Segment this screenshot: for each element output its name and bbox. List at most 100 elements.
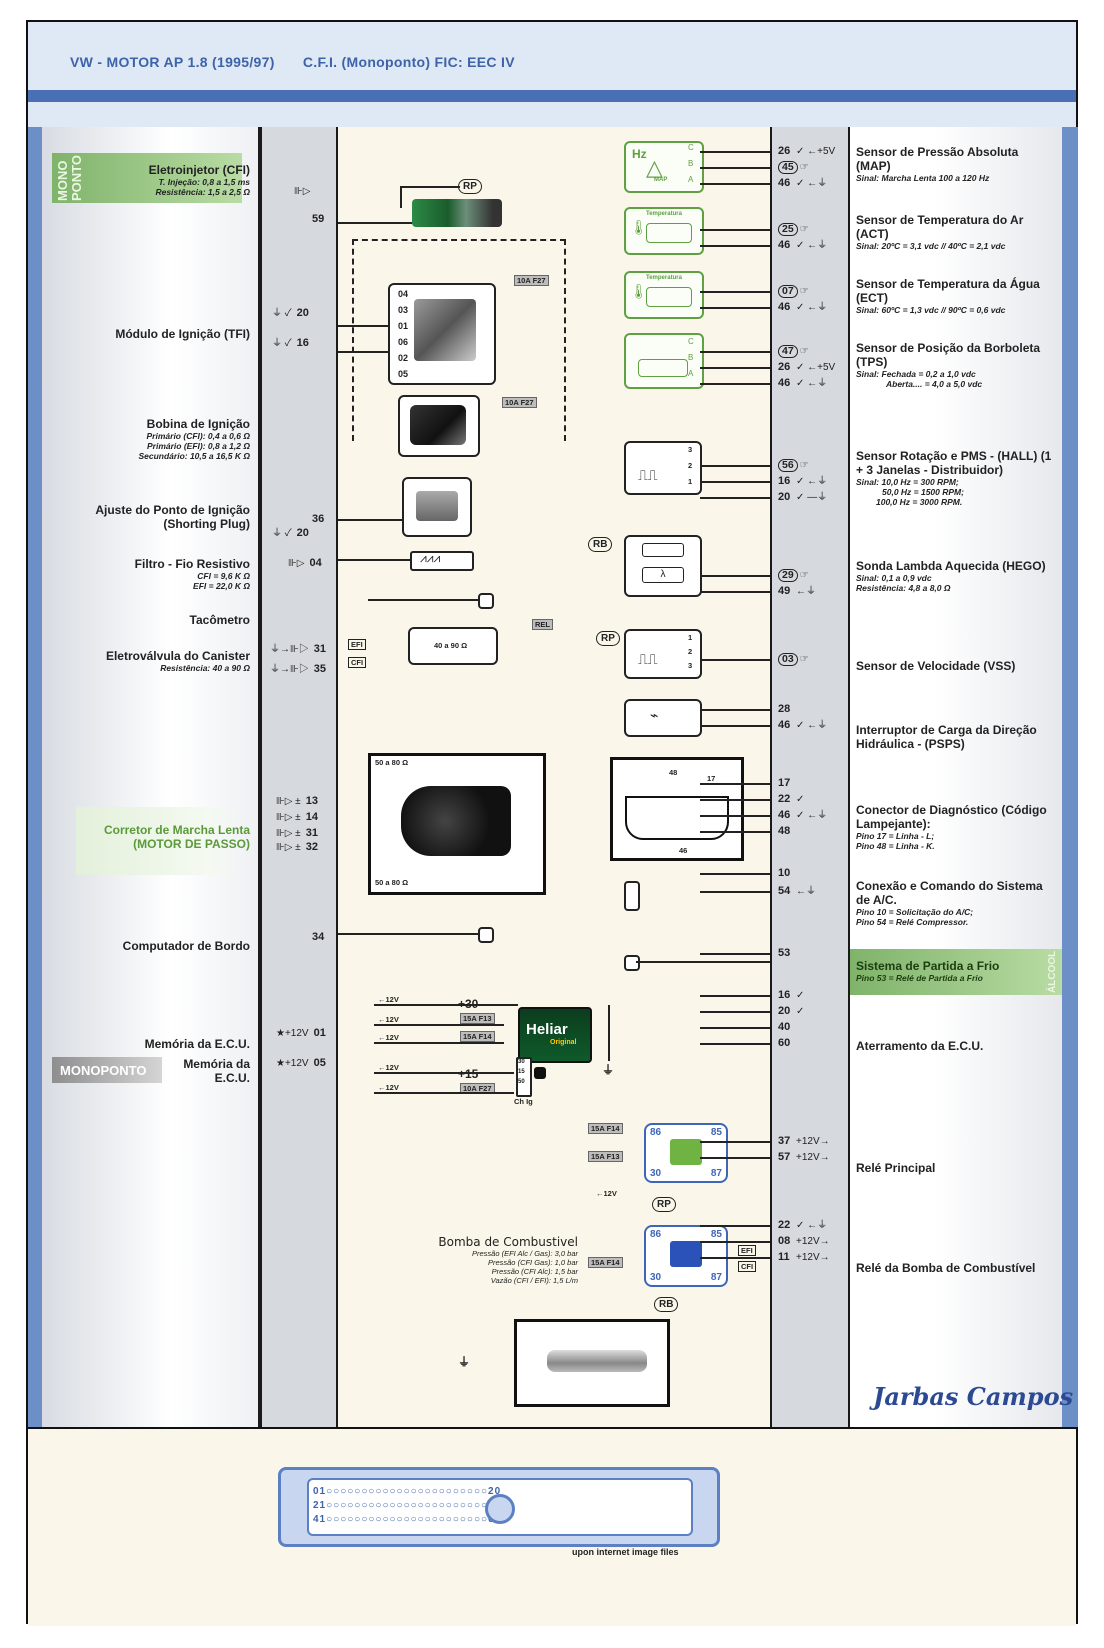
component-main-relay: Relé Principal [856, 1161, 936, 1175]
diagnostic-connector: 48 17 46 [610, 757, 744, 861]
pin-number: 16 [778, 475, 791, 487]
right-pin-row: 46✓ ←⏚ [778, 177, 829, 190]
shielded-wire [352, 239, 566, 441]
right-pin-row: 20✓ —⏚ [778, 491, 829, 504]
fuse-f14: 15A F14 [588, 1257, 623, 1268]
component-act: Sensor de Temperatura do Ar (ACT) Sinal:… [856, 213, 1024, 251]
efi-label: EFI [348, 639, 366, 650]
cfi-label: CFI [738, 1261, 757, 1272]
pin-number: 29 [778, 569, 798, 582]
rel-label: REL [532, 619, 553, 630]
ac-connector [624, 881, 640, 911]
right-components-column: Sensor de Pressão Absoluta (MAP) Sinal: … [850, 127, 1062, 1427]
pin-number: 28 [778, 703, 791, 715]
thermometer-icon: 🌡 [630, 219, 648, 235]
right-pin-row: 29☞ [778, 569, 811, 582]
hall-sensor: ⎍⎍ 3 2 1 [624, 441, 702, 495]
pin-symbol: ←⏚ [796, 886, 816, 897]
pin-symbol: ✓ —⏚ [796, 492, 828, 503]
pin-symbol: ✓ ←+5V [796, 146, 836, 157]
coil-icon [410, 405, 466, 445]
right-pin-row: 45☞ [778, 161, 811, 174]
pin-number: 22 [778, 1219, 791, 1231]
right-pin-row: 48 [778, 825, 798, 838]
fuse-f13: 15A F13 [588, 1151, 623, 1162]
pin-number: 11 [778, 1251, 790, 1263]
wire [700, 783, 770, 785]
wire [700, 815, 770, 817]
component-filtro: Filtro - Fio Resistivo CFI = 9,6 K Ω EFI… [134, 557, 250, 591]
footer: 01○○○○○○○○○○○○○○○○○○○○○○○20 21○○○○○○○○○○… [28, 1427, 1076, 1626]
right-pin-row: 22 ✓ ←⏚ [778, 1219, 829, 1232]
pin-row: ⏚ ✓ 20 [272, 307, 309, 319]
thermometer-icon: 🌡 [630, 283, 648, 299]
resistor-icon: ⩘⩘⩘ [420, 551, 441, 565]
wire [700, 873, 770, 875]
pin-row: ★+12V 05 [276, 1057, 326, 1069]
tag-rp: RP [596, 631, 620, 646]
wire [700, 709, 770, 711]
pin-row: ⏚→⊪▷ 35 [270, 663, 327, 675]
heater-icon [642, 543, 684, 557]
wire [700, 1141, 770, 1143]
module-pin: 05 [398, 369, 409, 379]
pin-row: ⊪▷ ± 14 [276, 811, 318, 823]
sym-signal: ⊪▷ [294, 186, 311, 197]
component-ect: Sensor de Temperatura da Água (ECT) Sina… [856, 277, 1040, 315]
component-modulo-ignicao: Módulo de Ignição (TFI) [115, 327, 250, 341]
pin-symbol: ☞ [799, 346, 809, 357]
pin-symbol: ☞ [799, 570, 809, 581]
wire [700, 383, 770, 385]
pin-59: 59 [312, 213, 325, 225]
pin-number: 26 [778, 145, 791, 157]
component-vss: Sensor de Velocidade (VSS) [856, 659, 1016, 673]
pin-number: 25 [778, 223, 798, 236]
pin-symbol: ✓ ←⏚ [796, 1220, 828, 1231]
wiring-area: RP 04 03 01 06 02 05 10A F27 10A F27 ⩘⩘⩘ [338, 127, 770, 1427]
wire [700, 575, 770, 577]
voltage-label: ←12V [378, 1083, 399, 1092]
tag-rp: RP [652, 1197, 676, 1212]
pin-number: 10 [778, 867, 791, 879]
ecu-row-1: 01○○○○○○○○○○○○○○○○○○○○○○○20 [313, 1486, 502, 1497]
pin-row: ⊪▷ ± 32 [276, 841, 318, 853]
right-pin-row: 08+12V→ [778, 1235, 832, 1248]
wire [700, 591, 770, 593]
module-pin: 03 [398, 305, 409, 315]
pin-symbol: +12V→ [796, 1236, 830, 1247]
pin-symbol: ✓ ←⏚ [796, 720, 828, 731]
wire [700, 465, 770, 467]
pin-number: 48 [778, 825, 791, 837]
right-pin-row: 46✓ ←⏚ [778, 301, 829, 314]
plug-icon [416, 491, 458, 521]
pin-number: 60 [778, 1037, 791, 1049]
tag-rp: RP [458, 179, 482, 194]
right-pin-row: 46✓ ←⏚ [778, 239, 829, 252]
pin-number: 49 [778, 585, 791, 597]
component-ecu-ground: Aterramento da E.C.U. [856, 1039, 984, 1053]
component-computador-bordo: Computador de Bordo [122, 939, 250, 953]
wire [700, 1027, 770, 1029]
canister-valve: 40 a 90 Ω [408, 627, 498, 665]
fuel-pump [514, 1319, 670, 1407]
component-diagnostic: Conector de Diagnóstico (Código Lampejan… [856, 803, 1047, 851]
pin-row: ⏚ ✓ 16 [272, 337, 309, 349]
pin-number: 46 [778, 177, 791, 189]
right-pin-row: 46✓ ←⏚ [778, 719, 829, 732]
ignition-coil [398, 395, 480, 457]
fuse-f14: 15A F14 [588, 1123, 623, 1134]
title-engine: VW - MOTOR AP 1.8 (1995/97) [70, 54, 275, 70]
wire [700, 659, 770, 661]
pin-number: 07 [778, 285, 798, 298]
right-pin-row: 57+12V→ [778, 1151, 832, 1164]
ignition-switch-label: Ch Ig [514, 1097, 533, 1106]
component-memoria-ecu: Memória da E.C.U. [144, 1037, 250, 1051]
pin-number: 16 [778, 989, 791, 1001]
component-tacometro: Tacômetro [189, 613, 250, 627]
pin-row: ⊪▷ ± 13 [276, 795, 318, 807]
switch-icon: ⌁ [650, 707, 659, 723]
component-fuel-relay: Relé da Bomba de Combustível [856, 1261, 1036, 1275]
ignition-module [388, 283, 496, 385]
pin-number: 46 [778, 239, 791, 251]
